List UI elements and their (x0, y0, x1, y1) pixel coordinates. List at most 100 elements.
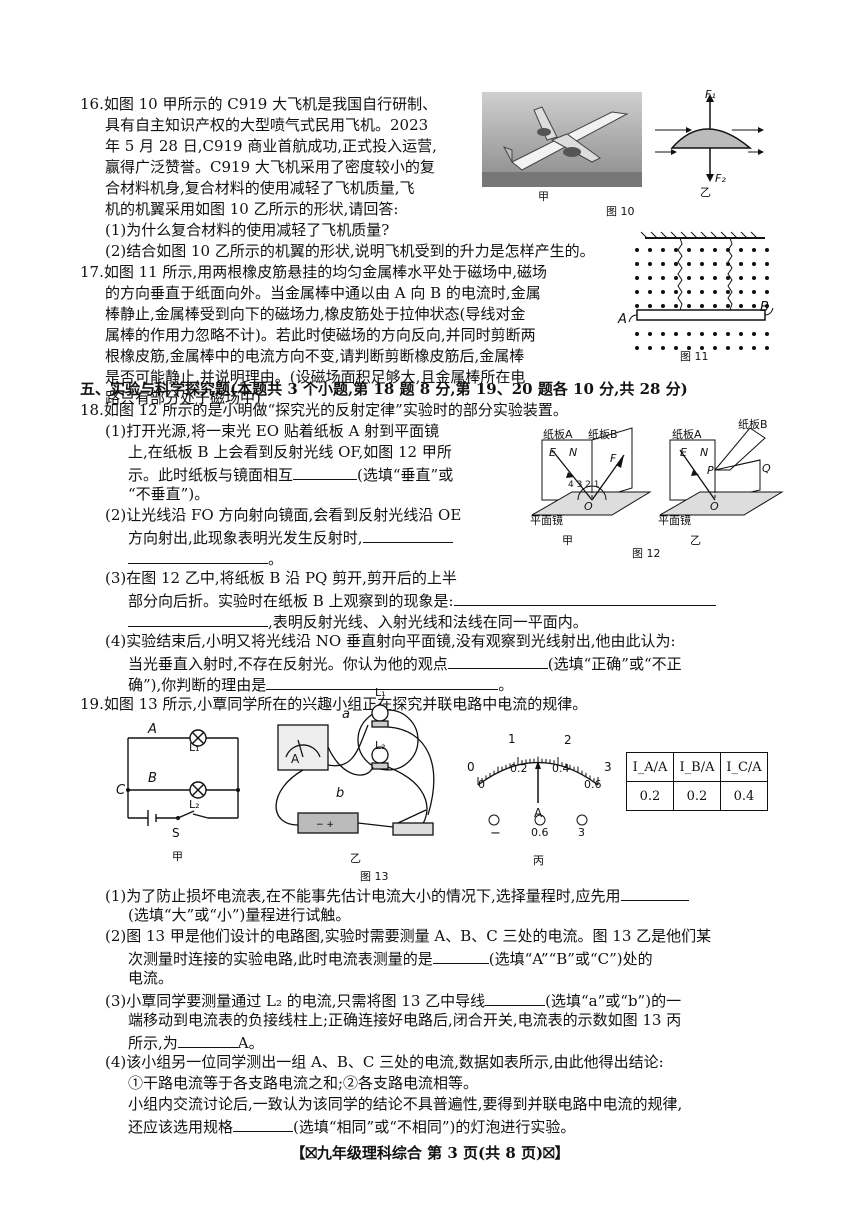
fig12-yi-n-label: N (700, 446, 709, 459)
field-dot (661, 262, 665, 266)
q19-p4-text-b: (选填“相同”或“不相同”)的灯泡进行实验。 (293, 1118, 576, 1136)
q18-answer-blank-2a[interactable] (362, 527, 453, 543)
q19-p3-line-2: 端移动到电流表的负接线柱上;正确连接好电路后,闭合开关,电流表的示数如图 13 … (128, 1011, 682, 1029)
q16-line-2: 具有自主知识产权的大型喷气式民用飞机。2023 (105, 116, 429, 134)
field-dot (661, 346, 665, 350)
fig12-yi-o-label: O (710, 500, 719, 513)
field-dot (765, 332, 769, 336)
q19-p4-line-1: (4)该小组另一位同学测出一组 A、B、C 三处的电流,数据如表所示,由此他得出… (105, 1053, 664, 1071)
field-dot (687, 304, 691, 308)
field-dot (726, 346, 730, 350)
table-cell-ia: 0.2 (626, 781, 674, 811)
field-dot (713, 346, 717, 350)
fig12-jia-angle-labels: 4 3 2 1 (568, 480, 600, 490)
field-dot (700, 248, 704, 252)
field-dot (752, 262, 756, 266)
q18-p3-text-a: 部分向后折。实验时在纸板 B 上观察到的现象是: (128, 592, 454, 610)
field-dot (687, 262, 691, 266)
field-dot (713, 248, 717, 252)
dial-top-scale-2: 2 (564, 733, 572, 747)
q18-answer-blank-3b[interactable] (128, 611, 268, 627)
dial-top-scale-0: 0 (467, 760, 475, 774)
q16-line-5: 合材料机身,复合材料的使用减轻了飞机质量,飞 (105, 179, 415, 197)
field-dot (648, 304, 652, 308)
q18-p4-text-a: 当光垂直入射时,不存在反射光。你认为他的观点 (128, 655, 448, 673)
figure-13-bing-ammeter-dial (458, 725, 618, 835)
fig12-yi-label: 乙 (690, 534, 701, 547)
q19-p1-line-2: (选填“大”或“小”)量程进行试触。 (128, 906, 351, 924)
field-dot (752, 304, 756, 308)
field-dot (713, 276, 717, 280)
figure-10-caption: 图 10 (606, 205, 635, 218)
q18-p1-line-3: 示。此时纸板与镜面相互(选填“垂直”或 (128, 464, 453, 485)
field-dot (726, 290, 730, 294)
field-dot (661, 332, 665, 336)
page-footer: 【⛝九年级理科综合 第 3 页(共 8 页)⛝】 (290, 1144, 570, 1162)
q18-p4-line-3: 确”),你判断的理由是。 (128, 674, 513, 695)
field-dot (752, 332, 756, 336)
q18-p2-period: 。 (268, 550, 284, 568)
fig12-jia-label: 甲 (562, 534, 573, 547)
figure-10-wing-diagram (650, 90, 765, 195)
field-dot (713, 290, 717, 294)
field-dot (661, 304, 665, 308)
dial-bottom-scale-0.2: 0.2 (510, 762, 528, 775)
q17-line-1: 17.如图 11 所示,用两根橡皮筋悬挂的均匀金属棒水平处于磁场中,磁场 (80, 263, 548, 281)
fig12-jia-f-label: F (610, 452, 617, 465)
q18-p3-text-b: ,表明反射光线、入射光线和法线在同一平面内。 (268, 613, 588, 631)
q18-p4-period: 。 (498, 676, 514, 694)
field-dot (752, 290, 756, 294)
q18-answer-blank-1[interactable] (293, 464, 358, 480)
force-f2-label: F₂ (715, 172, 726, 185)
q19-p4-line-3: 小组内交流讨论后,一致认为该同学的结论不具普遍性,要得到并联电路中电流的规律, (128, 1095, 683, 1113)
q19-title: 19.如图 13 所示,小覃同学所在的兴趣小组正在探究并联电路中电流的规律。 (80, 695, 588, 713)
field-dot (674, 262, 678, 266)
q18-answer-blank-4b[interactable] (266, 674, 499, 690)
q18-answer-blank-2b[interactable] (128, 548, 268, 564)
section-5-heading: 五、实验与科学探究题(本题共 3 个小题,第 18 题 8 分,第 19、20 … (80, 380, 688, 398)
fig12-yi-e-label: E (680, 446, 687, 459)
figure-12-caption: 图 12 (632, 547, 661, 560)
q18-p2-line-1: (2)让光线沿 FO 方向射向镜面,会看到反射光线沿 OE (105, 506, 462, 524)
field-dot (674, 346, 678, 350)
q18-p1-text-b: (选填“垂直”或 (357, 466, 454, 484)
fig13-point-a-label: A (148, 722, 157, 737)
fig13-wire-b-label: b (336, 786, 345, 801)
q18-answer-blank-3a[interactable] (453, 590, 716, 606)
fig12-yi-p-label: P (707, 464, 714, 477)
fig13-jia-label: 甲 (172, 850, 183, 863)
field-dot (635, 248, 639, 252)
dial-terminals (486, 812, 596, 828)
q19-answer-blank-3a[interactable] (485, 990, 546, 1006)
q19-p3-line-1: (3)小覃同学要测量通过 L₂ 的电流,只需将图 13 乙中导线(选填“a”或“… (105, 990, 681, 1011)
q19-p2-line-3: 电流。 (128, 969, 174, 987)
q18-answer-blank-4a[interactable] (447, 653, 548, 669)
field-dot (648, 332, 652, 336)
table-header-ic: I_C/A (720, 752, 768, 782)
figure-12-jia-diagram (530, 420, 652, 535)
q19-answer-blank-1[interactable] (620, 885, 689, 901)
fig13-point-c-label: C (116, 783, 126, 798)
q17-line-5: 根橡皮筋,金属棒中的电流方向不变,请判断剪断橡皮筋后,金属棒 (105, 347, 525, 365)
field-dot (648, 248, 652, 252)
field-dot (752, 276, 756, 280)
field-dot (713, 304, 717, 308)
field-dot (661, 290, 665, 294)
field-dot (713, 332, 717, 336)
field-dot (700, 304, 704, 308)
field-dot (765, 304, 769, 308)
q19-p4-line-2: ①干路电流等于各支路电流之和;②各支路电流相等。 (128, 1074, 479, 1092)
field-dot (700, 262, 704, 266)
figure-13-yi-physical-circuit: − + (258, 685, 448, 845)
q17-line-7: 路只有部分处于磁场中) (105, 389, 261, 407)
fig13-switch-s-label: S (172, 826, 180, 840)
field-dot (765, 248, 769, 252)
field-dot (700, 332, 704, 336)
q19-answer-blank-3b[interactable] (177, 1032, 238, 1048)
q19-answer-blank-4[interactable] (233, 1116, 294, 1132)
fig12-yi-board-b-label: 纸板B (738, 418, 768, 431)
field-dot (765, 290, 769, 294)
field-dot (635, 290, 639, 294)
q19-answer-blank-2[interactable] (432, 948, 489, 964)
field-dot (700, 276, 704, 280)
